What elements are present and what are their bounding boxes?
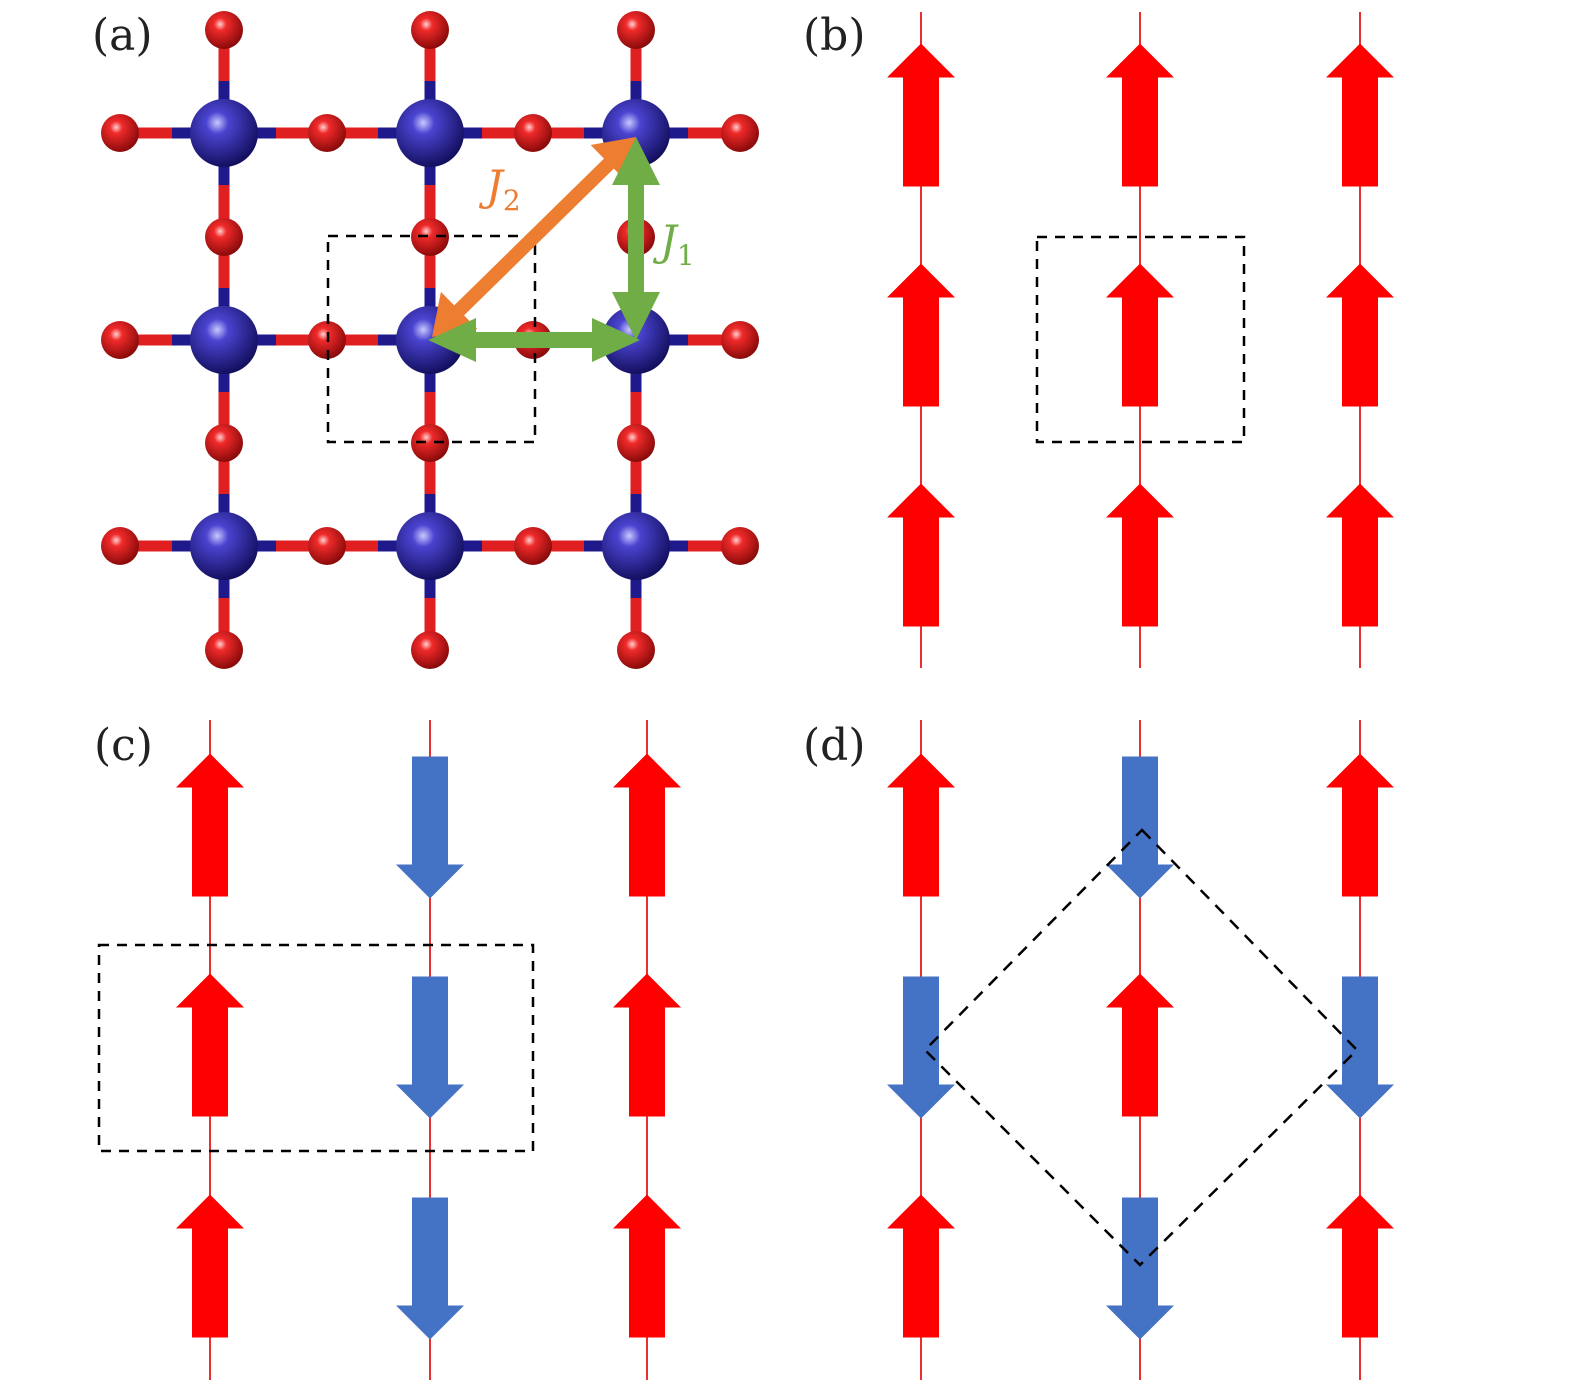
oxygen-atom [411,218,449,256]
spin-down-arrow-icon [1106,756,1174,899]
panel-d-label: (d) [803,720,866,771]
spin-up-arrow-icon [1326,753,1394,897]
spin-up-arrow-icon [887,43,955,187]
spin-arrows [887,753,1394,1340]
j2-coupling-arrow [432,137,636,337]
oxygen-atom [308,114,346,152]
oxygen-atom [101,114,139,152]
metal-atom [602,512,670,580]
spin-up-arrow-icon [613,753,681,897]
oxygen-atom [411,424,449,462]
metal-atom [396,99,464,167]
spin-up-arrow-icon [176,973,244,1117]
oxygen-atom [205,11,243,49]
oxygen-atom [721,321,759,359]
metal-atom [190,306,258,374]
spin-up-arrow-icon [1106,483,1174,627]
spin-up-arrow-icon [1106,43,1174,187]
metal-atom [396,512,464,580]
unit-cell-outline [923,828,1359,1267]
metal-atom [190,99,258,167]
oxygen-atom [308,527,346,565]
spin-up-arrow-icon [176,1194,244,1338]
oxygen-atom [205,424,243,462]
oxygen-atom [617,11,655,49]
unit-cell-outline [1035,235,1246,444]
oxygen-atom [514,114,552,152]
spin-down-arrow-icon [396,976,464,1119]
spin-up-arrow-icon [176,753,244,897]
spin-down-arrow-icon [1326,976,1394,1119]
oxygen-atom [411,631,449,669]
unit-cell-outline [97,943,535,1153]
spin-down-arrow-icon [887,976,955,1119]
j1-coupling-arrow [612,137,660,340]
oxygen-atom [721,114,759,152]
spin-up-arrow-icon [1326,1194,1394,1338]
spin-up-arrow-icon [613,973,681,1117]
spin-up-arrow-icon [1106,973,1174,1117]
panel-b-spin-config: (b) [803,10,1470,668]
panel-a-label: (a) [92,10,153,61]
oxygen-atom [721,527,759,565]
spin-up-arrow-icon [1326,43,1394,187]
oxygen-atom [205,631,243,669]
panel-d-spin-config: (d) [803,720,1470,1380]
spin-up-arrow-icon [887,1194,955,1338]
spin-up-arrow-icon [1326,263,1394,407]
oxygen-atom [101,321,139,359]
spin-down-arrow-icon [1106,1197,1174,1340]
spin-up-arrow-icon [1106,263,1174,407]
spin-arrows [887,43,1394,627]
panel-b-label: (b) [803,10,866,61]
oxygen-atom [205,218,243,256]
spin-up-arrow-icon [887,753,955,897]
spin-up-arrow-icon [887,483,955,627]
oxygen-atom [411,11,449,49]
spin-up-arrow-icon [887,263,955,407]
j1-coupling-arrow [428,318,640,362]
panel-a-lattice: J2 J1 (a) [92,10,759,669]
oxygen-atom [617,424,655,462]
oxygen-atom [617,631,655,669]
spin-up-arrow-icon [613,1194,681,1338]
spin-down-arrow-icon [396,1197,464,1340]
panel-c-spin-config: (c) [94,720,760,1380]
metal-atom [190,512,258,580]
spin-up-arrow-icon [1326,483,1394,627]
oxygen-atom [101,527,139,565]
j2-label: J2 [478,161,521,217]
spin-arrows [176,753,681,1340]
spin-down-arrow-icon [396,756,464,899]
j1-label: J1 [652,216,695,272]
oxygen-atom [514,527,552,565]
lattice-atoms [101,11,759,669]
panel-c-label: (c) [94,720,153,771]
coupling-arrows [428,137,660,362]
